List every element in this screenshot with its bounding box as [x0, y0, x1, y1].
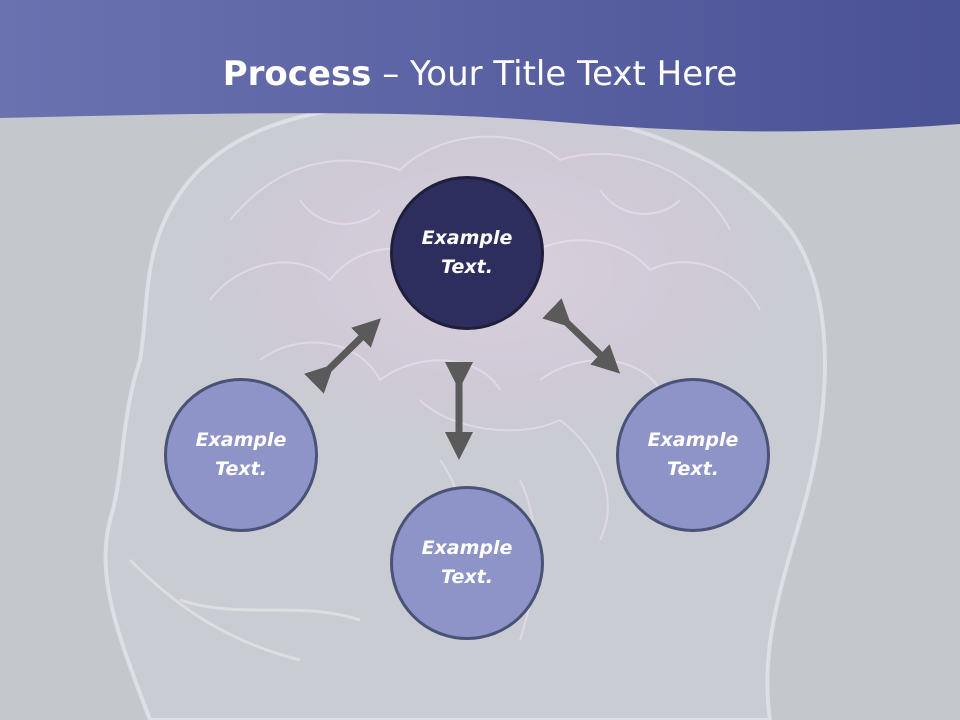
node-top: Example Text. [390, 176, 544, 330]
title-rest: – Your Title Text Here [371, 54, 738, 94]
node-bottom-line1: Example [421, 537, 513, 559]
title-bold: Process [222, 54, 372, 94]
node-bottom: Example Text. [390, 486, 544, 640]
page-title: Process – Your Title Text Here [0, 52, 960, 96]
node-top-line1: Example [421, 227, 513, 249]
node-right: Example Text. [616, 378, 770, 532]
node-right-line1: Example [647, 429, 739, 451]
node-left-line2: Text. [215, 458, 267, 480]
node-left-line1: Example [195, 429, 287, 451]
node-bottom-line2: Text. [441, 566, 493, 588]
node-right-line2: Text. [667, 458, 719, 480]
node-left: Example Text. [164, 378, 318, 532]
node-top-line2: Text. [441, 256, 493, 278]
